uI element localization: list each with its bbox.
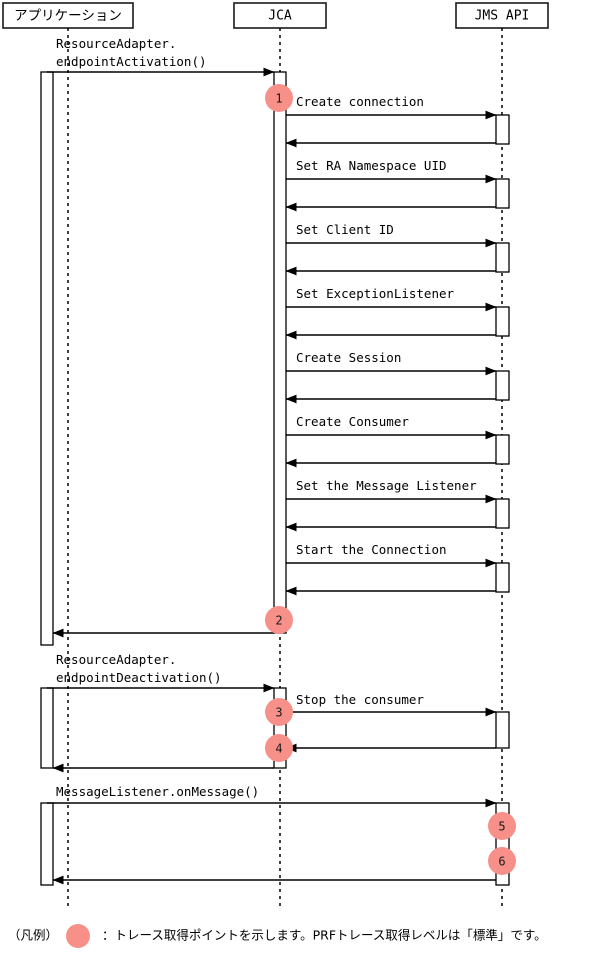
message-label: Set RA Namespace UID <box>296 158 447 173</box>
trace-marker-3: 3 <box>265 698 293 726</box>
trace-marker-4: 4 <box>265 734 293 762</box>
activation-bar-jms <box>495 370 510 401</box>
trace-marker-circle-icon <box>488 812 516 840</box>
message-m3: Set RA Namespace UID <box>286 158 497 184</box>
message-m11: ResourceAdapter. endpointDeactivation() <box>47 652 275 693</box>
message-label: Set ExceptionListener <box>296 286 455 301</box>
activation-bar-app <box>40 71 54 646</box>
lifeline-jms: JMS API <box>455 2 549 910</box>
trace-marker-circle-icon <box>265 734 293 762</box>
message-m7: Create Consumer <box>286 414 497 440</box>
messages-layer: ResourceAdapter. endpointActivation() Crea… <box>47 36 497 885</box>
message-label: Create Session <box>296 350 401 365</box>
message-label: endpointActivation() <box>56 54 207 69</box>
message-m2: Create connection <box>286 94 497 120</box>
message-label: Stop the consumer <box>296 692 424 707</box>
activation-bar-jms <box>495 114 510 145</box>
trace-marker-number: 2 <box>275 614 282 628</box>
activation-bar-jms <box>495 178 510 209</box>
trace-marker-number: 6 <box>498 855 505 869</box>
legend-prefix: （凡例） <box>8 928 58 943</box>
lifeline-header-label-app: アプリケーション <box>14 8 122 24</box>
legend-description: ：トレース取得ポイントを示します。PRFトレース取得レベルは「標準」です。 <box>102 928 547 943</box>
activation-bar-jms <box>495 711 510 749</box>
trace-marker-circle-icon <box>488 847 516 875</box>
activation-bars-layer <box>40 71 510 886</box>
message-m9: Start the Connection <box>286 542 497 568</box>
activation-bar-jms <box>495 242 510 273</box>
message-m14: MessageListener.onMessage() <box>47 784 497 808</box>
lifeline-header-label-jms: JMS API <box>475 9 530 24</box>
activation-bar-jms <box>495 562 510 593</box>
activation-bar-jms <box>495 434 510 465</box>
trace-marker-6: 6 <box>488 847 516 875</box>
message-label: Start the Connection <box>296 542 447 557</box>
message-label: Set the Message Listener <box>296 478 477 493</box>
activation-bar-app <box>40 802 54 886</box>
activation-bar-app <box>40 687 54 769</box>
trace-marker-number: 1 <box>275 92 282 106</box>
trace-marker-number: 4 <box>275 742 282 756</box>
message-m8: Set the Message Listener <box>286 478 497 504</box>
trace-marker-5: 5 <box>488 812 516 840</box>
trace-marker-number: 3 <box>275 706 282 720</box>
trace-markers-layer: 1 2 3 4 5 6 <box>265 84 516 875</box>
trace-marker-1: 1 <box>265 84 293 112</box>
lifeline-header-box-app <box>2 2 134 29</box>
trace-marker-number: 5 <box>498 820 505 834</box>
message-m4: Set Client ID <box>286 222 497 248</box>
lifeline-header-label-jca: JCA <box>268 9 292 24</box>
legend-layer: （凡例） ：トレース取得ポイントを示します。PRFトレース取得レベルは「標準」です… <box>8 924 547 948</box>
message-m5: Set ExceptionListener <box>286 286 497 312</box>
message-label: Create Consumer <box>296 414 409 429</box>
message-label: MessageListener.onMessage() <box>56 784 259 799</box>
activation-bar-jms <box>495 498 510 529</box>
message-m6: Create Session <box>286 350 497 376</box>
message-label: ResourceAdapter. <box>56 652 176 667</box>
message-label: Set Client ID <box>296 222 394 237</box>
message-m12: Stop the consumer <box>286 692 497 717</box>
trace-marker-2: 2 <box>265 606 293 634</box>
lifeline-app: アプリケーション <box>2 2 134 910</box>
activation-bar-jca <box>273 71 287 634</box>
trace-marker-circle-icon <box>265 606 293 634</box>
trace-marker-circle-icon <box>265 698 293 726</box>
activation-bar-jms <box>495 306 510 337</box>
trace-marker-circle-icon <box>265 84 293 112</box>
legend-marker-circle-icon <box>66 924 90 948</box>
message-label: endpointDeactivation() <box>56 670 222 685</box>
message-m1: ResourceAdapter. endpointActivation() <box>47 36 275 77</box>
message-label: ResourceAdapter. <box>56 36 176 51</box>
message-label: Create connection <box>296 94 424 109</box>
